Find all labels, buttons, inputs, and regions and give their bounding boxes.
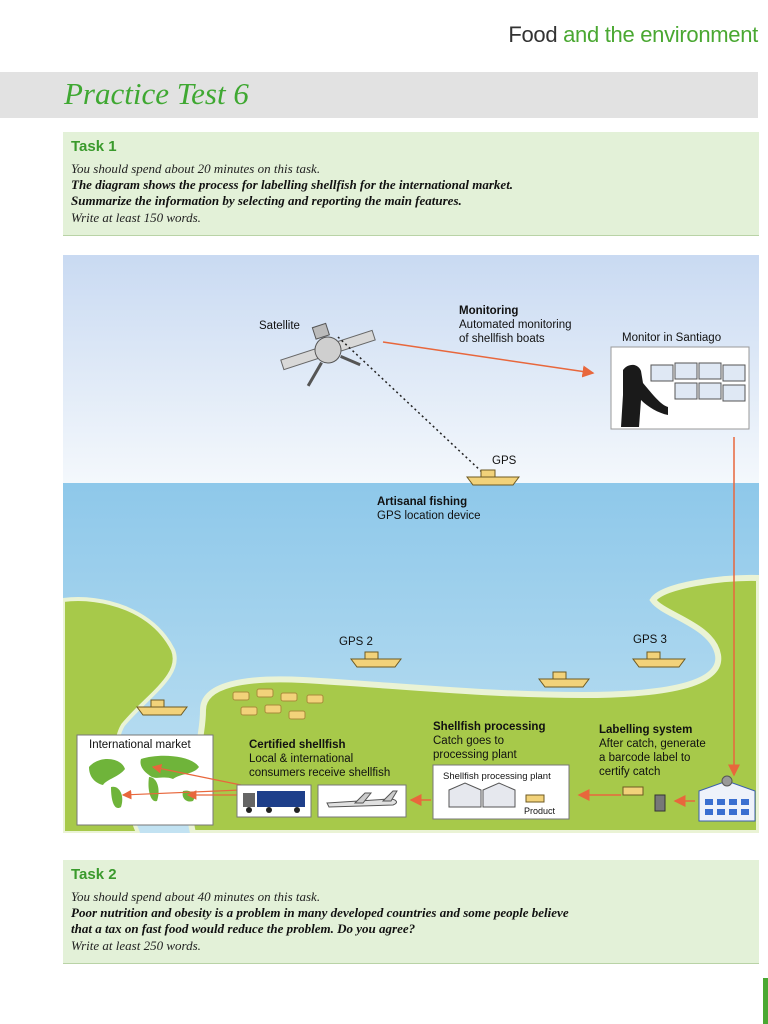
section-header: Food and the environment [508,22,758,48]
boat-icon [350,651,402,668]
diagram-illustration [63,255,759,833]
label-monitoring-title: Monitoring [459,305,519,317]
label-monitoring-line1: Automated monitoring [459,319,572,331]
boat-icon [136,699,188,716]
task2-prompt-line2: that a tax on fast food would reduce the… [71,921,416,936]
task2-heading: Task 2 [71,866,117,883]
page-title: Practice Test 6 [64,76,249,111]
label-certified-title: Certified shellfish [249,739,346,751]
task1-words: Write at least 150 words. [71,210,201,225]
boat-icon [466,469,520,486]
market-arrow [151,763,242,786]
label-artisanal-line1: GPS location device [377,510,481,522]
truck-icon [236,784,312,818]
label-processing-line1: Catch goes to [433,735,504,747]
boat-icon [538,671,590,688]
label-gps3: GPS 3 [633,634,667,646]
task1-prompt-line1: The diagram shows the process for labell… [71,177,514,192]
monitoring-arrow [382,341,595,378]
gps-signal-line [337,336,484,474]
boat-icon [632,651,686,668]
label-gps2: GPS 2 [339,636,373,648]
shellfish-labelling-diagram: Satellite Monitoring Automated monitorin… [63,255,759,833]
task1-box: Task 1 You should spend about 20 minutes… [63,132,759,236]
satellite-icon [280,322,376,387]
label-labelling-line3: certify catch [599,766,661,778]
label-monitoring-line2: of shellfish boats [459,333,545,345]
task1-prompt-line2: Summarize the information by selecting a… [71,193,462,208]
task2-prompt-line1: Poor nutrition and obesity is a problem … [71,905,569,920]
label-monitor-santiago: Monitor in Santiago [622,332,722,344]
label-processing-line2: processing plant [433,749,517,761]
label-labelling-line1: After catch, generate [599,738,706,750]
label-gps: GPS [492,455,517,467]
factory-icon [432,764,570,820]
label-artisanal-title: Artisanal fishing [377,496,468,508]
task2-time: You should spend about 40 minutes on thi… [71,889,321,904]
label-certified-line2: consumers receive shellfish [249,767,391,779]
label-labelling-line2: a barcode label to [599,752,691,764]
title-band: Practice Test 6 [0,72,758,118]
label-product: Product [524,806,556,816]
header-part1: Food [508,22,558,47]
barcode-scanner-icon [622,786,666,812]
airplane-icon [317,784,407,818]
label-processing-title: Shellfish processing [433,721,546,733]
label-international-market: International market [89,739,191,751]
oyster-beds [232,688,324,720]
market-arrow [121,789,242,800]
task2-words: Write at least 250 words. [71,938,201,953]
task1-time: You should spend about 20 minutes on thi… [71,161,321,176]
lab-building-icon [698,775,756,822]
label-plant: Shellfish processing plant [443,771,551,782]
page-edge-marker [763,978,768,1024]
label-labelling-title: Labelling system [599,724,693,736]
monitor-operator-icon [610,346,750,430]
label-certified-line1: Local & international [249,753,354,765]
task2-box: Task 2 You should spend about 40 minutes… [63,860,759,964]
label-satellite: Satellite [259,320,300,332]
right-coast [187,574,759,833]
header-part2: and the environment [563,22,758,47]
task1-heading: Task 1 [71,138,117,155]
